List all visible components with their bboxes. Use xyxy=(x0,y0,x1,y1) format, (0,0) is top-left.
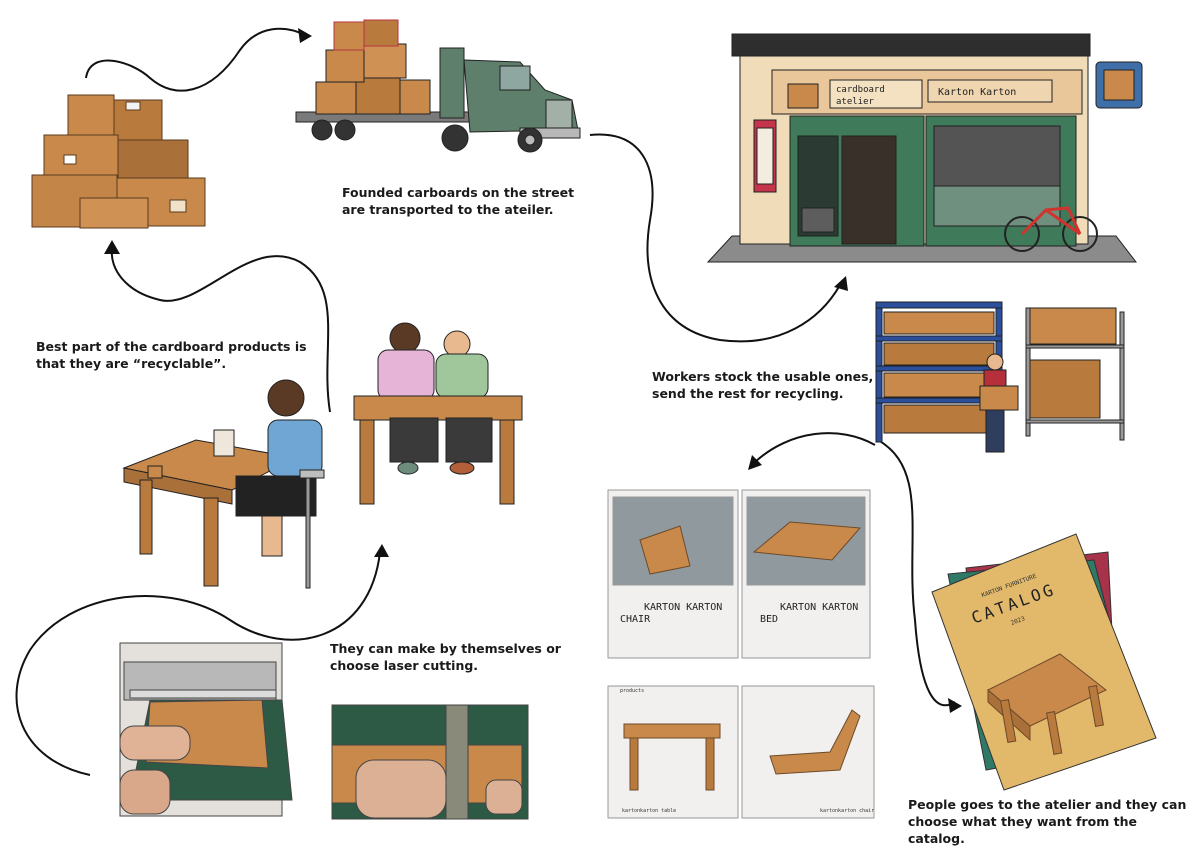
caption-stock-line2: send the rest for recycling. xyxy=(652,386,844,401)
arrowhead-icon xyxy=(748,455,762,470)
flow-arrows xyxy=(15,27,956,776)
arrow-catalog-to-spread xyxy=(877,439,956,707)
spread-top-label: products xyxy=(620,688,644,694)
caption-make-line1: They can make by themselves or xyxy=(330,641,561,656)
arrowhead-icon xyxy=(834,276,848,291)
caption-recyclable-line1: Best part of the cardboard products is xyxy=(36,339,307,354)
caption-make: They can make by themselves or choose la… xyxy=(330,640,561,674)
caption-make-line2: choose laser cutting. xyxy=(330,658,479,673)
chair-brand: KARTON KARTON xyxy=(644,602,722,613)
people-on-bench xyxy=(353,322,523,505)
caption-transport-line2: are transported to the ateiler. xyxy=(342,202,554,217)
caption-stock-line1: Workers stock the usable ones, xyxy=(652,369,874,384)
caption-stock: Workers stock the usable ones, send the … xyxy=(652,368,873,402)
catalog-book xyxy=(931,533,1157,791)
caption-transport: Founded carboards on the street are tran… xyxy=(342,184,574,218)
catalog-spread xyxy=(607,489,875,819)
shop-sign-left-line1: cardboard xyxy=(836,85,885,95)
arrowhead-icon xyxy=(104,240,120,254)
cardboard-box-pile xyxy=(31,94,206,229)
arrowhead-icon xyxy=(298,28,312,43)
shop-sign-left-line2: atelier xyxy=(836,97,875,107)
truck-illustration xyxy=(295,19,581,153)
spread-left-label: kartonkarton table xyxy=(622,808,676,814)
arrow-warehouse-to-catalog xyxy=(754,432,876,463)
warehouse-shelves xyxy=(875,301,1125,453)
chair-label: CHAIR xyxy=(620,614,651,625)
caption-catalog: People goes to the atelier and they can … xyxy=(908,796,1190,847)
bed-label: BED xyxy=(760,614,778,625)
catalog-year: 2023 xyxy=(1010,615,1026,627)
shop-sign-right: Karton Karton xyxy=(938,87,1016,98)
arrow-crafting-to-table xyxy=(15,551,381,776)
arrow-person-to-boxes xyxy=(110,249,331,413)
arrowheads xyxy=(104,28,962,713)
arrow-boxes-to-truck xyxy=(85,27,306,92)
caption-recyclable: Best part of the cardboard products is t… xyxy=(36,338,307,372)
atelier-shop xyxy=(706,33,1143,263)
caption-transport-line1: Founded carboards on the street xyxy=(342,185,575,200)
bed-brand: KARTON KARTON xyxy=(780,602,858,613)
arrow-truck-to-shop xyxy=(589,133,841,343)
spread-right-label: kartonkarton chair xyxy=(820,808,874,814)
hand-cutting-photo xyxy=(331,704,529,820)
caption-recyclable-line2: that they are “recyclable”. xyxy=(36,356,227,371)
person-at-desk xyxy=(122,379,325,589)
arrowhead-icon xyxy=(948,698,962,713)
arrowhead-icon xyxy=(374,544,389,557)
laser-cutter-photo xyxy=(119,642,293,817)
caption-catalog-line1: People goes to the atelier and they can xyxy=(908,797,1187,812)
caption-catalog-line2: choose what they want from the catalog. xyxy=(908,814,1137,846)
